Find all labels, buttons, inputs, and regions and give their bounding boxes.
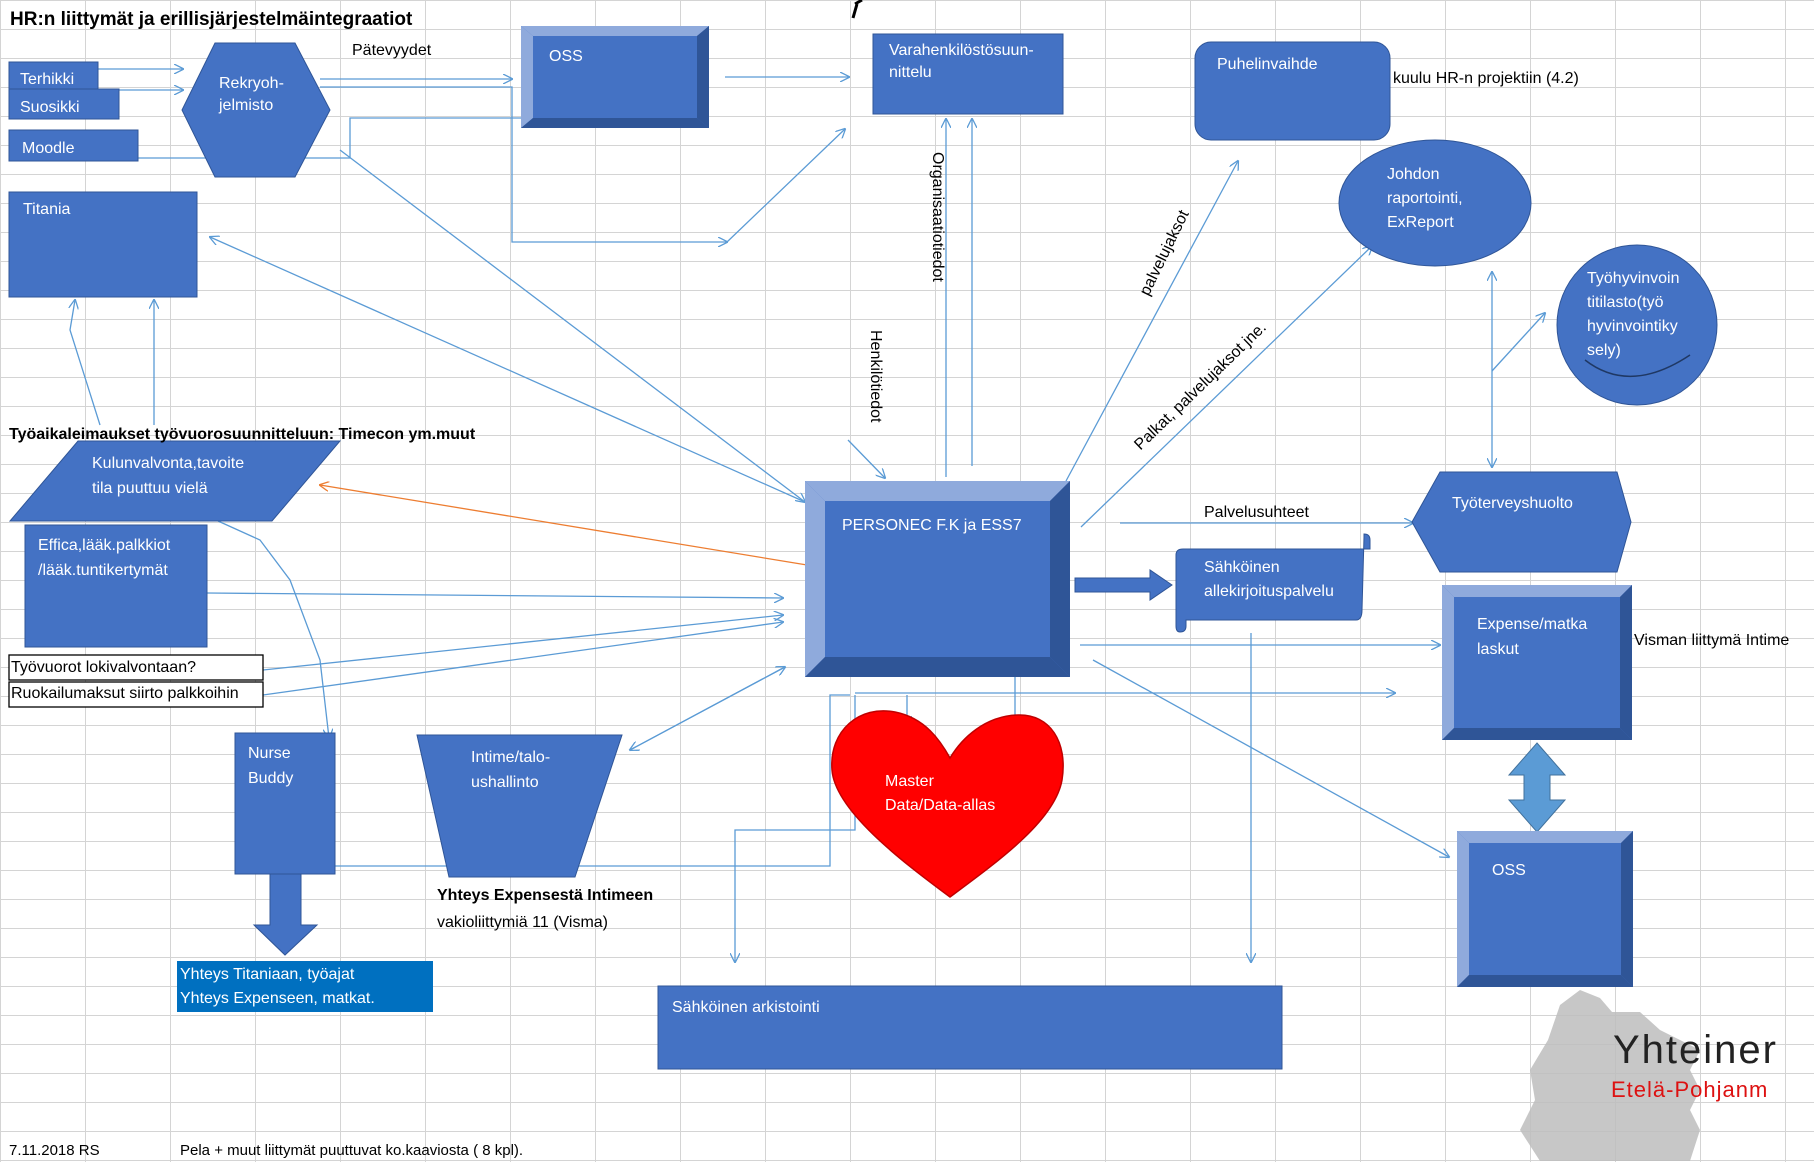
- rekry-label: Rekryoh- jelmisto: [219, 75, 284, 114]
- personec-box: [805, 481, 1070, 677]
- expense-label: Expense/matka laskut: [1477, 616, 1588, 658]
- tyohyvinvointi-circle: [1556, 244, 1718, 406]
- oss-top-label: OSS: [549, 48, 583, 65]
- line-personec-oss: [1092, 659, 1449, 857]
- line-kulunvalvonta-nurse: [217, 520, 329, 738]
- line-effica-personec: [206, 592, 783, 598]
- kulunvalvonta-parallelogram: [8, 440, 342, 522]
- vakio-label: vakioliittymiä 11 (Visma): [437, 914, 609, 931]
- titania-label: Titania: [23, 201, 71, 218]
- puhelinvaihde-box: [1194, 41, 1391, 141]
- tyohyvinvointi-label: Työhyvinvoin titilasto(työ hyvinvointiky…: [1587, 270, 1680, 359]
- kuuluu-label: kuulu HR-n projektiin (4.2): [1393, 70, 1579, 87]
- patevyydet-label: Pätevyydet: [352, 42, 432, 59]
- effica-label: Effica,lääk.palkkiot /lääk.tuntikertymät: [38, 537, 171, 579]
- master-label: Master Data/Data-allas: [885, 773, 996, 814]
- puhelinvaihde-label: Puhelinvaihde: [1217, 56, 1318, 73]
- organisaatiotiedot-label: Organisaatiotiedot: [929, 152, 946, 282]
- henkilotiedot-label: Henkilötiedot: [867, 330, 884, 423]
- arkistointi-box: [657, 985, 1283, 1070]
- double-arrow-expense-oss: [1507, 742, 1567, 833]
- line-ruokailu: [262, 622, 783, 696]
- nurse-label: Nurse Buddy: [248, 745, 294, 787]
- tyovuorot-label: Työvuorot lokivalvontaan?: [11, 659, 196, 676]
- nurse-box: [234, 732, 336, 875]
- line-henkilo-personec: [847, 439, 885, 478]
- kulunvalvonta-label: Kulunvalvonta,tavoite tila puuttuu vielä: [92, 455, 245, 497]
- ruokailu-box: [8, 681, 264, 708]
- line-rekry-varahenkilo: [320, 86, 727, 242]
- arrow-personec-allekirjoitus: [1074, 569, 1173, 601]
- oss-top-box: [521, 26, 709, 128]
- moodle-box: [8, 129, 139, 162]
- page-title: HR:n liittymät ja erillisjärjestelmäinte…: [10, 9, 413, 30]
- yhteys-expenseen-label: Yhteys Expenseen, matkat.: [180, 990, 375, 1007]
- yhteys-expense-label: Yhteys Expensestä Intimeen: [437, 887, 654, 904]
- palvelusuhteet-label: Palvelusuhteet: [1204, 504, 1309, 521]
- line-personec-titania: [210, 237, 806, 503]
- varahenkilo-box: [872, 33, 1064, 115]
- footer-date: 7.11.2018 RS: [9, 1142, 100, 1159]
- tyoterveys-hexagon: [1411, 471, 1632, 573]
- line-personec-kulunvalvonta: [320, 485, 808, 566]
- arkistointi-label: Sähköinen arkistointi: [672, 999, 820, 1016]
- line-personec-arkisto: [735, 695, 856, 962]
- nurse-down-arrow: [252, 873, 319, 956]
- callout-box: [177, 961, 433, 1012]
- oss-bottom-box: [1457, 831, 1633, 987]
- allekirjoitus-scroll: [1175, 533, 1371, 633]
- ruokailu-label: Ruokailumaksut siirto palkkoihin: [11, 685, 239, 702]
- line-puhelinvaihde: [1065, 161, 1238, 482]
- tyovuorot-box: [8, 654, 264, 681]
- line-johdon: [1080, 246, 1372, 528]
- line-kulunvalvonta-titania: [70, 300, 101, 426]
- smile-curve: [1584, 354, 1691, 377]
- tyoaika-label: Työaikaleimaukset työvuorosuunnitteluun:…: [9, 426, 476, 443]
- footer-note: Pela + muut liittymät puuttuvat ko.kaavi…: [180, 1142, 524, 1159]
- varahenkilo-label: Varahenkilöstösuun- nittelu: [889, 42, 1034, 81]
- yhteys-titania-label: Yhteys Titaniaan, työajat: [180, 966, 355, 983]
- intime-trapezoid: [416, 734, 623, 878]
- visman-label: Visman liittymä Intime: [1634, 632, 1790, 649]
- master-heart: [831, 710, 1064, 898]
- rekry-hexagon: [181, 42, 331, 178]
- oss-bottom-label: OSS: [1492, 862, 1526, 879]
- cursor-mark: [851, 0, 863, 19]
- titania-box: [8, 191, 198, 298]
- logo-subtext: Etelä-Pohjanm: [1611, 1077, 1769, 1102]
- line-tyovuorot: [262, 615, 783, 671]
- terhikki-label: Terhikki: [20, 71, 75, 88]
- expense-box: [1442, 585, 1632, 740]
- line-tyohyvinvointi: [1491, 313, 1545, 372]
- line-personec-varahenkilo-diag: [726, 129, 845, 243]
- johdon-ellipse: [1338, 139, 1532, 267]
- region-map-logo: [1520, 990, 1700, 1161]
- johdon-label: Johdon raportointi, ExReport: [1387, 166, 1463, 231]
- line-intime-personec: [629, 667, 785, 751]
- suosikki-label: Suosikki: [20, 99, 80, 116]
- effica-box: [24, 524, 208, 648]
- moodle-label: Moodle: [22, 140, 75, 157]
- logo-text: Yhteiner: [1613, 1028, 1778, 1072]
- personec-label: PERSONEC F.K ja ESS7: [842, 517, 1022, 534]
- intime-label: Intime/talo- ushallinto: [471, 749, 551, 791]
- terhikki-box: [8, 61, 99, 91]
- suosikki-box: [8, 88, 120, 120]
- line-rekry-personec: [339, 149, 805, 502]
- allekirjoitus-label: Sähköinen allekirjoituspalvelu: [1204, 559, 1334, 600]
- tyoterveys-label: Työterveyshuolto: [1452, 495, 1573, 512]
